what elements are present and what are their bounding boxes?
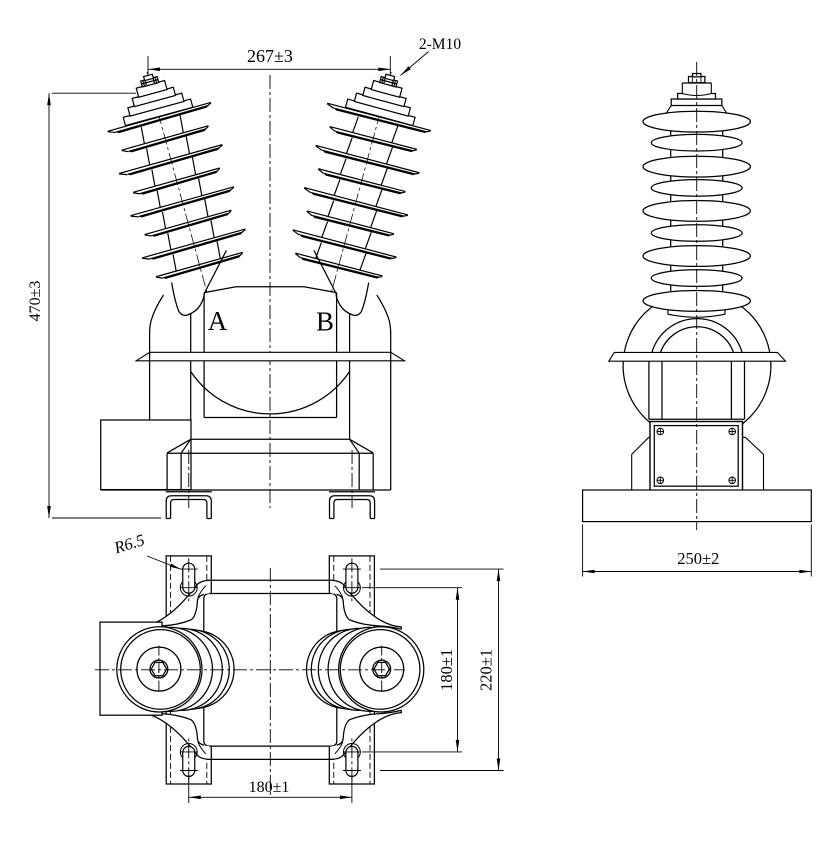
svg-text:267±3: 267±3 (247, 46, 293, 66)
svg-text:250±2: 250±2 (677, 549, 719, 568)
svg-text:180±1: 180±1 (249, 779, 290, 796)
svg-text:B: B (316, 307, 334, 337)
svg-text:470±3: 470±3 (27, 281, 44, 322)
svg-text:2-M10: 2-M10 (419, 36, 461, 53)
svg-text:A: A (208, 306, 228, 336)
svg-text:180±1: 180±1 (437, 649, 456, 691)
svg-text:220±1: 220±1 (477, 649, 496, 691)
